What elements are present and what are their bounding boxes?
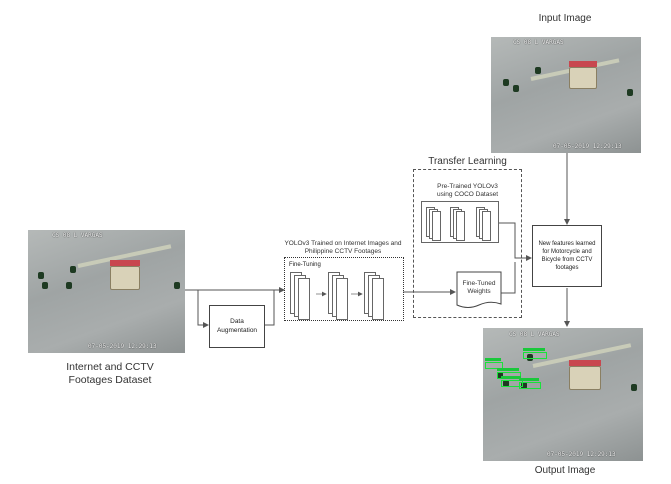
- dataset-image-timestamp: 07-05-2019 12:29:13: [88, 343, 157, 350]
- fine-tuning-label: Fine-Tuning: [289, 262, 321, 268]
- data-augmentation-line1: Data: [230, 318, 244, 326]
- layer-stack-1c: [298, 278, 310, 320]
- detection-box: [485, 362, 503, 369]
- arrow-pretrained-to-features: [499, 222, 532, 261]
- fine-tuned-weights-label: Fine-Tuned Weights: [457, 280, 501, 296]
- input-image-header: CS 08 L VARGAS: [513, 39, 564, 46]
- detection-label: [519, 378, 539, 381]
- arrow-branch-augmentation: [197, 290, 209, 328]
- output-image-header: CS 08 L VARGAS: [509, 331, 560, 338]
- pretrained-title: Pre-Trained YOLOv3 using COCO Dataset: [420, 183, 515, 199]
- input-image-title: Input Image: [538, 13, 592, 24]
- dataset-image-header: CS 08 L VARGAS: [52, 232, 103, 239]
- layer-stack-2c: [336, 278, 348, 320]
- dataset-title-line2: Footages Dataset: [68, 374, 152, 387]
- detection-label: [485, 358, 501, 361]
- features-line1: New features learned: [538, 240, 596, 247]
- arrow-augmentation-back: [265, 290, 275, 326]
- pretrained-stack-1c: [432, 211, 441, 241]
- features-line2: for Motorcycle and: [542, 248, 592, 255]
- detection-label: [501, 376, 521, 379]
- output-image-timestamp: 07-05-2019 12:29:13: [547, 451, 616, 458]
- yolo-title-line2: Philippine CCTV Footages: [304, 248, 382, 256]
- transfer-learning-box: [413, 169, 522, 318]
- dataset-image: CS 08 L VARGAS 07-05-2019 12:29:13: [28, 230, 185, 353]
- layer-stack-3c: [372, 278, 384, 320]
- pretrained-line1: Pre-Trained YOLOv3: [437, 183, 498, 190]
- detection-label: [523, 348, 545, 351]
- yolo-title-line1: YOLOv3 Trained on Internet Images and: [284, 240, 402, 247]
- features-line4: footages: [555, 265, 579, 272]
- pretrained-line2: using COCO Dataset: [436, 191, 499, 199]
- new-features-box: New features learned for Motorcycle and …: [532, 225, 602, 287]
- dataset-title: Internet and CCTV Footages Dataset: [40, 361, 180, 387]
- detection-box: [501, 380, 523, 387]
- detection-box: [519, 382, 541, 389]
- output-image: CS 08 L VARGAS 07-05-2019 12:29:13: [483, 328, 643, 461]
- pretrained-stack-3c: [482, 211, 491, 241]
- output-image-title: Output Image: [534, 465, 596, 476]
- pretrained-stack-2c: [456, 211, 465, 241]
- arrow-weights-to-features: [501, 262, 516, 294]
- detection-label: [497, 368, 519, 371]
- detection-box: [523, 352, 547, 359]
- yolo-title: YOLOv3 Trained on Internet Images and Ph…: [278, 240, 408, 256]
- fine-tuned-line2: Weights: [467, 288, 491, 296]
- data-augmentation-line2: Augmentation: [216, 326, 258, 334]
- input-image: CS 08 L VARGAS 07-05-2019 12:29:13: [491, 37, 641, 153]
- fine-tuning-box: Fine-Tuning: [284, 257, 404, 321]
- fine-tuned-line1: Fine-Tuned: [462, 280, 496, 287]
- input-image-timestamp: 07-05-2019 12:29:13: [553, 143, 622, 150]
- data-augmentation-box: Data Augmentation: [209, 305, 265, 348]
- features-line3: Bicycle from CCTV: [541, 257, 593, 263]
- dataset-title-line1: Internet and CCTV: [66, 361, 154, 373]
- transfer-learning-title: Transfer Learning: [428, 156, 507, 167]
